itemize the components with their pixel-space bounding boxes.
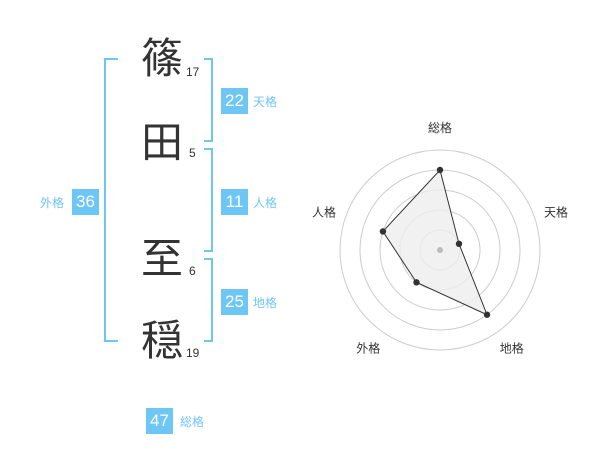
- chikaku-value: 25: [221, 289, 248, 315]
- jinkaku-value: 11: [221, 189, 248, 215]
- radar-axis-label-3: 地格: [500, 341, 524, 356]
- radar-axis-label-5: 人格: [312, 204, 336, 219]
- jinkaku-bracket: [204, 148, 213, 252]
- gaikaku-value: 36: [72, 189, 99, 215]
- radar-axis-label-2: 天格: [544, 204, 568, 219]
- radar-point-3: [483, 311, 491, 318]
- radar-axis-label-4: 外格: [356, 341, 380, 356]
- tenkaku-bracket: [204, 58, 213, 142]
- soukaku-label: 総格: [180, 415, 205, 429]
- name-char-1: 篠: [141, 34, 184, 83]
- tenkaku-value: 22: [221, 88, 248, 114]
- tenkaku-label: 天格: [253, 95, 278, 109]
- name-char-2: 田: [141, 118, 184, 167]
- radar-point-5: [379, 228, 387, 235]
- name-char-3: 至: [141, 234, 184, 283]
- radar-value-area: [382, 168, 488, 316]
- radar-center-dot: [437, 247, 443, 253]
- chikaku-bracket: [204, 258, 213, 342]
- gaikaku-bracket: [104, 58, 118, 342]
- stroke-count-4: 19: [186, 346, 200, 360]
- jinkaku-label: 人格: [253, 196, 278, 210]
- name-char-4: 穏: [141, 316, 184, 365]
- stroke-count-2: 5: [189, 146, 196, 160]
- stroke-count-3: 6: [189, 264, 196, 278]
- gaikaku-label: 外格: [40, 196, 65, 210]
- radar-axis-label-1: 総格: [428, 120, 452, 135]
- radar-grid-ring: [339, 149, 541, 351]
- soukaku-value: 47: [146, 408, 173, 434]
- chikaku-label: 地格: [253, 296, 278, 310]
- stroke-count-1: 17: [186, 65, 200, 79]
- radar-point-4: [413, 279, 420, 286]
- radar-point-2: [455, 240, 463, 248]
- radar-point-1: [436, 166, 444, 174]
